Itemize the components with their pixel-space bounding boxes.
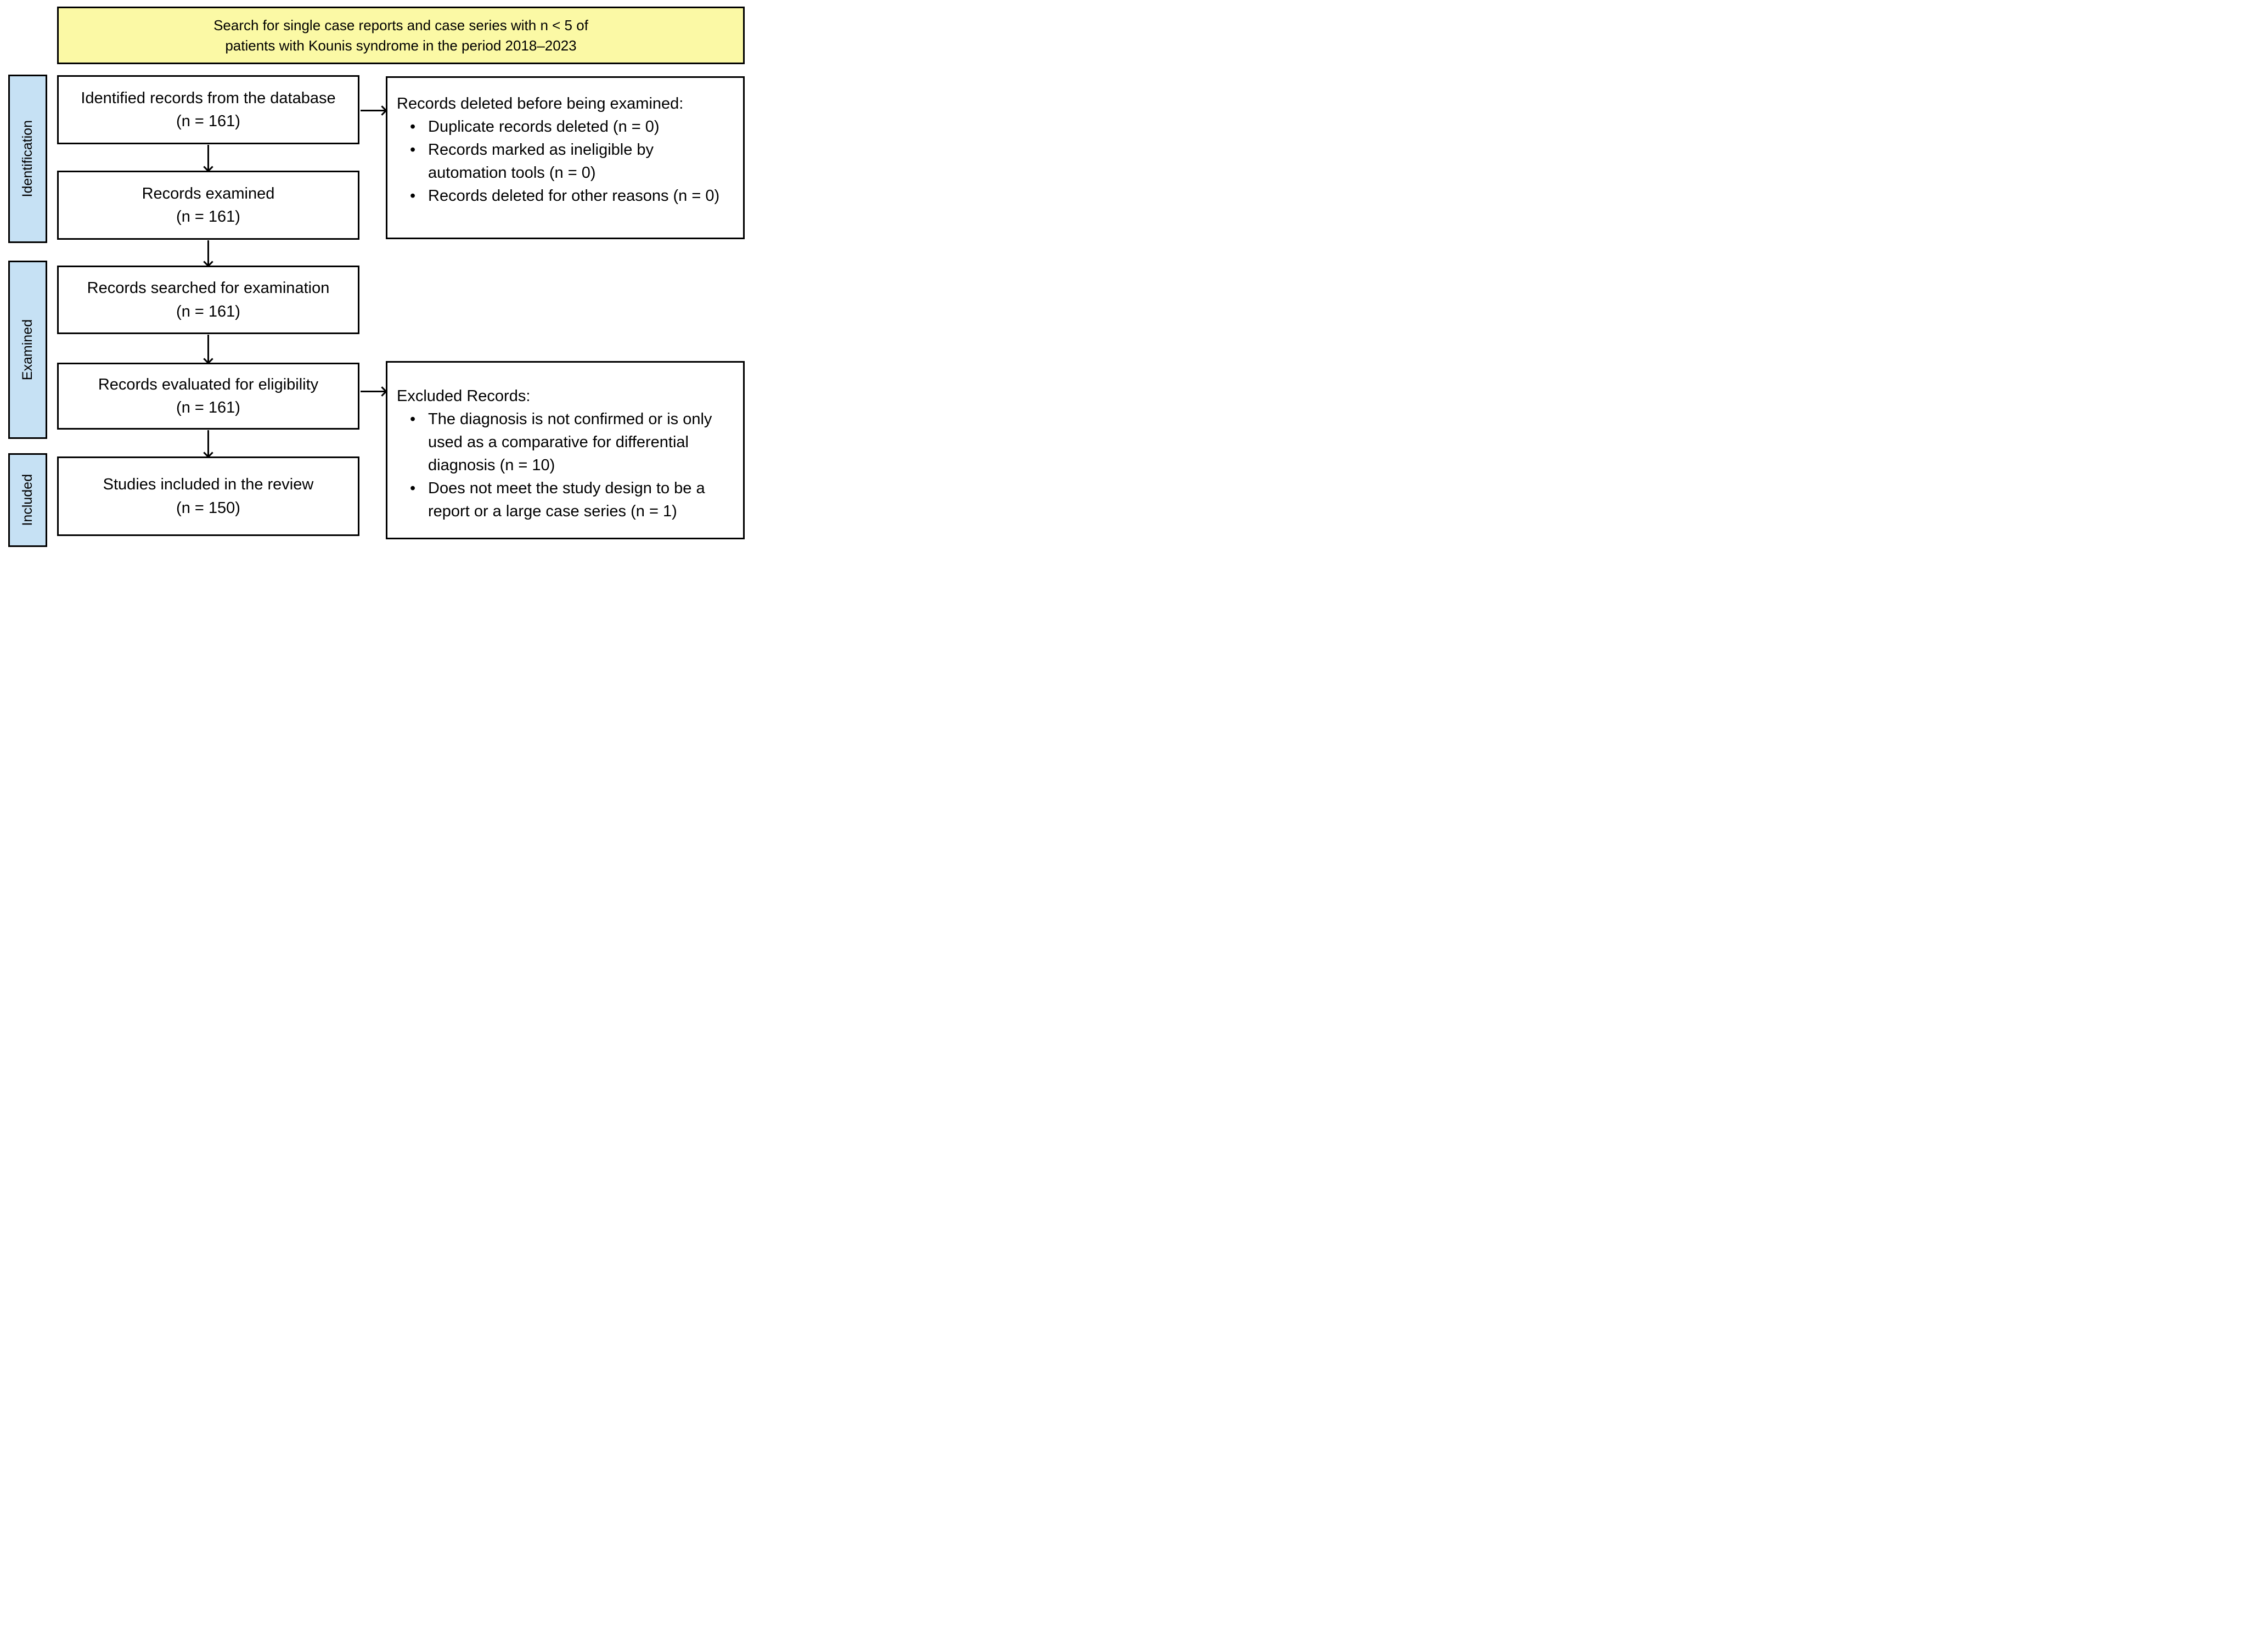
arrow-identified-to-deleted xyxy=(361,105,387,116)
records-deleted-bullet-2-text: Records marked as ineligible by automati… xyxy=(428,141,654,182)
arrow-searched-to-evaluated xyxy=(202,335,213,364)
side-box-records-deleted-title: Records deleted before being examined: xyxy=(397,95,684,112)
excluded-records-bullet-2: • Does not meet the study design to be a… xyxy=(397,477,733,523)
stage-label-identification: Identification xyxy=(20,120,35,198)
arrow-shaft xyxy=(361,390,387,392)
flow-box-records-evaluated-label: Records evaluated for eligibility xyxy=(98,375,319,393)
bullet-dot-icon: • xyxy=(410,141,416,159)
bullet-dot-icon: • xyxy=(410,480,416,498)
arrow-right-icon xyxy=(377,105,387,116)
flow-box-studies-included: Studies included in the review (n = 150) xyxy=(57,456,359,536)
arrow-down-icon xyxy=(202,354,213,364)
stage-band-examined: Examined xyxy=(8,261,47,439)
flow-box-identified-records-count: (n = 161) xyxy=(176,112,240,130)
stage-band-identification: Identification xyxy=(8,75,47,243)
arrow-down-icon xyxy=(202,448,213,458)
flow-box-records-examined-label: Records examined xyxy=(142,184,275,202)
arrow-evaluated-to-included xyxy=(202,430,213,458)
arrow-evaluated-to-excluded xyxy=(361,386,387,397)
flow-box-records-searched-count: (n = 161) xyxy=(176,302,240,320)
flow-box-identified-records: Identified records from the database (n … xyxy=(57,75,359,144)
bullet-dot-icon: • xyxy=(410,410,416,428)
arrow-shaft xyxy=(207,430,209,458)
prisma-flow-diagram: Search for single case reports and case … xyxy=(0,0,752,551)
arrow-identified-to-examined xyxy=(202,145,213,172)
arrow-down-icon xyxy=(202,257,213,267)
flow-box-records-evaluated-count: (n = 161) xyxy=(176,399,240,416)
flow-box-records-examined-count: (n = 161) xyxy=(176,208,240,225)
search-scope-line1: Search for single case reports and case … xyxy=(213,17,588,34)
flow-box-records-searched: Records searched for examination (n = 16… xyxy=(57,266,359,334)
records-deleted-bullet-1-text: Duplicate records deleted (n = 0) xyxy=(428,118,660,136)
side-box-excluded-records-title: Excluded Records: xyxy=(397,387,531,405)
side-box-records-deleted: Records deleted before being examined: •… xyxy=(386,76,745,239)
flow-box-records-evaluated: Records evaluated for eligibility (n = 1… xyxy=(57,363,359,430)
excluded-records-bullet-1-text: The diagnosis is not confirmed or is onl… xyxy=(428,410,712,475)
records-deleted-bullet-3: • Records deleted for other reasons (n =… xyxy=(397,184,733,207)
stage-label-examined: Examined xyxy=(20,319,35,381)
arrow-shaft xyxy=(207,335,209,364)
stage-band-included: Included xyxy=(8,453,47,547)
records-deleted-bullet-3-text: Records deleted for other reasons (n = 0… xyxy=(428,187,720,205)
flow-box-studies-included-count: (n = 150) xyxy=(176,499,240,517)
bullet-dot-icon: • xyxy=(410,118,416,136)
flow-box-records-searched-label: Records searched for examination xyxy=(87,279,330,297)
flow-box-studies-included-label: Studies included in the review xyxy=(103,476,314,494)
arrow-right-icon xyxy=(377,386,387,397)
records-deleted-bullet-2: • Records marked as ineligible by automa… xyxy=(397,138,733,184)
bullet-dot-icon: • xyxy=(410,187,416,205)
stage-label-included: Included xyxy=(20,474,35,526)
records-deleted-bullet-1: • Duplicate records deleted (n = 0) xyxy=(397,115,733,138)
search-scope-line2: patients with Kounis syndrome in the per… xyxy=(225,37,577,54)
flow-box-identified-records-label: Identified records from the database xyxy=(81,89,336,107)
arrow-examined-to-searched xyxy=(202,240,213,267)
arrow-shaft xyxy=(361,109,387,111)
arrow-down-icon xyxy=(202,162,213,172)
excluded-records-bullet-1: • The diagnosis is not confirmed or is o… xyxy=(397,408,733,477)
flow-box-records-examined: Records examined (n = 161) xyxy=(57,171,359,240)
search-scope-header: Search for single case reports and case … xyxy=(57,7,745,64)
arrow-shaft xyxy=(207,145,209,172)
side-box-excluded-records: Excluded Records: • The diagnosis is not… xyxy=(386,361,745,539)
arrow-shaft xyxy=(207,240,209,267)
excluded-records-bullet-2-text: Does not meet the study design to be a r… xyxy=(428,480,705,521)
